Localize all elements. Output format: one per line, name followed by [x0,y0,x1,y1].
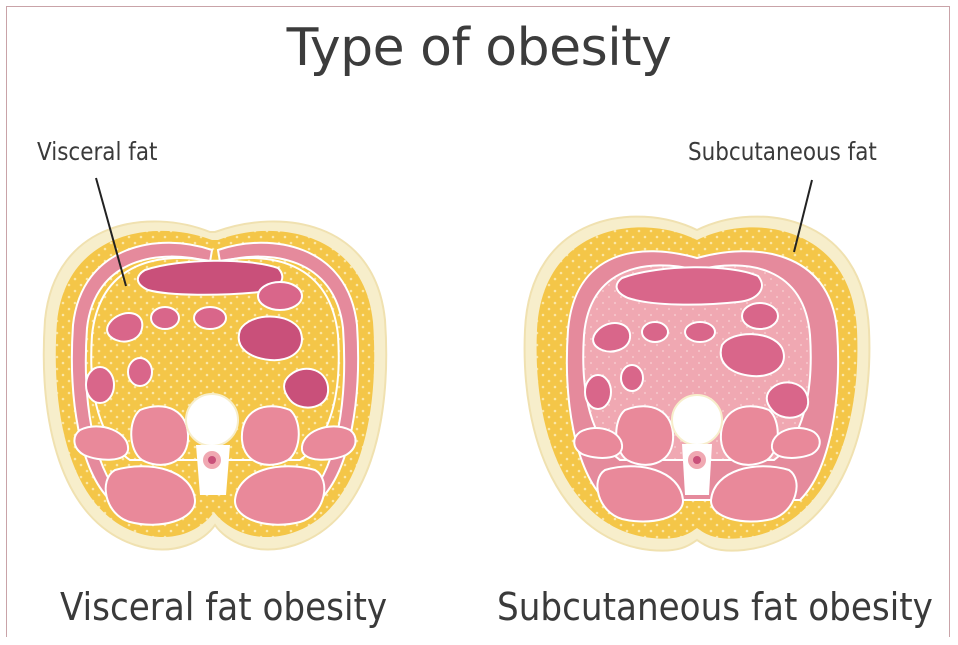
subcutaneous-obesity-caption: Subcutaneous fat obesity [497,585,933,629]
visceral-organ [128,358,152,386]
visceral-organ [194,307,226,329]
subcutaneous-organ [621,365,643,391]
subcutaneous-vertebra [672,395,722,445]
subcutaneous-cross-section [525,180,870,551]
visceral-organ [86,367,114,403]
visceral-organ [239,317,302,361]
subcutaneous-fat-label: Subcutaneous fat [688,137,877,166]
subcutaneous-organ [721,334,784,376]
subcutaneous-side-muscle-l [574,428,622,458]
subcutaneous-organ [585,375,611,409]
visceral-vertebra [186,394,238,446]
subcutaneous-back-muscle-l [616,406,673,465]
subcutaneous-organ-stomach [617,267,762,304]
subcutaneous-organ [742,303,778,329]
subcutaneous-organ [685,322,715,342]
visceral-organ [258,282,302,310]
visceral-obesity-caption: Visceral fat obesity [60,585,387,629]
subcutaneous-back-muscle-r [721,406,778,465]
subcutaneous-side-muscle-r [772,428,820,458]
visceral-organ [284,369,328,408]
visceral-cross-section [44,178,386,549]
subcutaneous-organ [642,322,668,342]
visceral-organ [151,307,179,329]
visceral-fat-label: Visceral fat [37,137,157,166]
visceral-back-muscle-r [242,406,299,465]
visceral-back-muscle-l [131,406,188,465]
subcutaneous-organ [767,382,808,417]
